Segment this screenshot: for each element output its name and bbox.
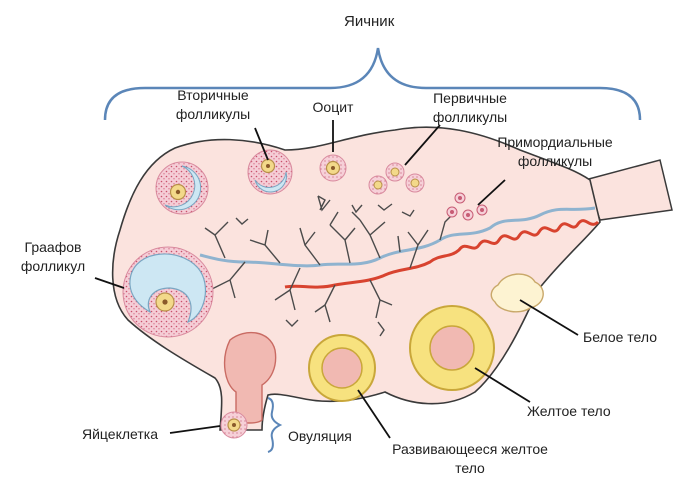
diagram-title: Яичник bbox=[344, 13, 395, 30]
secondary-follicle-top bbox=[247, 149, 293, 195]
label-graafian-follicle: Граафов фолликул bbox=[10, 238, 96, 276]
label-oocyte: Ооцит bbox=[312, 99, 354, 115]
label-line: Вторичные bbox=[177, 87, 249, 103]
label-corpus-luteum: Желтое тело bbox=[527, 403, 611, 419]
vein bbox=[199, 206, 596, 268]
label-developing-corpus-luteum: Развивающееся желтое тело bbox=[380, 440, 560, 478]
corpus-albicans bbox=[490, 273, 544, 313]
developing-corpus-luteum bbox=[308, 334, 376, 402]
corpus-luteum bbox=[409, 305, 495, 391]
label-egg-cell: Яйцеклетка bbox=[82, 426, 158, 442]
label-line: фолликулы bbox=[432, 109, 508, 125]
label-line: Первичные bbox=[433, 90, 507, 106]
label-corpus-albicans: Белое тело bbox=[583, 329, 657, 345]
vessel-fragments bbox=[235, 195, 415, 337]
oocyte-follicle bbox=[319, 154, 347, 182]
graafian-follicle bbox=[122, 246, 214, 338]
label-line: фолликулы bbox=[517, 153, 593, 169]
label-line: Примордиальные bbox=[497, 134, 613, 150]
label-line: фолликулы bbox=[175, 106, 251, 122]
label-line: фолликул bbox=[20, 258, 86, 274]
leader-lines bbox=[94, 120, 579, 439]
primary-follicles bbox=[368, 162, 425, 195]
released-egg bbox=[220, 411, 248, 439]
label-line: Граафов bbox=[24, 239, 82, 255]
secondary-follicle-left bbox=[155, 161, 209, 215]
artery bbox=[284, 219, 600, 289]
label-ovulation: Овуляция bbox=[288, 428, 352, 444]
label-line: тело bbox=[455, 460, 485, 476]
ovary-bracket bbox=[103, 47, 642, 121]
label-primordial-follicles: Примордиальные фолликулы bbox=[485, 133, 625, 171]
label-line: Развивающееся желтое bbox=[392, 441, 548, 457]
primordial-follicles bbox=[446, 192, 488, 221]
ruptured-follicle bbox=[223, 331, 277, 424]
label-primary-follicles: Первичные фолликулы bbox=[420, 89, 520, 127]
label-secondary-follicles: Вторичные фолликулы bbox=[165, 86, 261, 124]
vessel-branches bbox=[204, 195, 456, 323]
ovulation-brace bbox=[267, 397, 283, 453]
